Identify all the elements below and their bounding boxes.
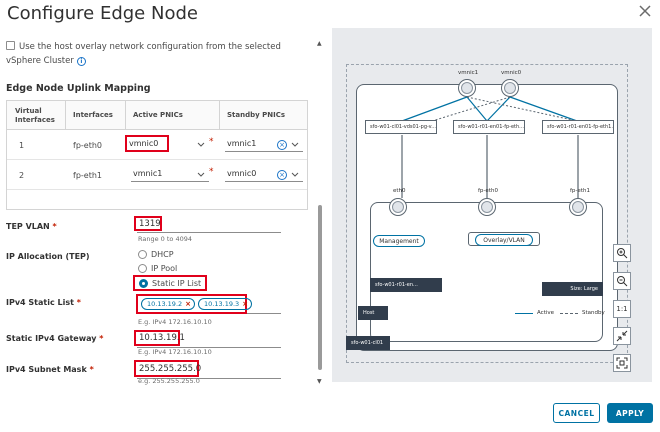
chevron-down-icon[interactable] xyxy=(291,142,299,148)
node-iface-label: eth0 xyxy=(393,188,406,194)
col-interfaces: Interfaces xyxy=(73,111,113,119)
col-virtual-interfaces: Virtual Interfaces xyxy=(15,106,55,124)
vmnic-icon xyxy=(501,79,519,97)
info-icon[interactable]: i xyxy=(76,57,86,66)
col-active-pnics: Active PNICs xyxy=(133,111,183,119)
cluster-label: sfo-w01-cl01 xyxy=(346,336,390,350)
fit-to-screen-icon[interactable] xyxy=(613,354,631,372)
overlay-checkbox[interactable] xyxy=(6,41,15,50)
subnet-label: IPv4 Subnet Mask * xyxy=(6,365,94,374)
uplink-grid: Virtual Interfaces Interfaces Active PNI… xyxy=(6,100,308,210)
tep-vlan-hint: Range 0 to 4094 xyxy=(138,235,193,243)
uplink-section-title: Edge Node Uplink Mapping xyxy=(6,83,151,94)
ipv4-static-list-hint: E.g. IPv4 172.16.10.10 xyxy=(138,318,212,326)
table-row: 1 fp-eth0 vmnic0 * vmnic1 × xyxy=(7,130,307,160)
node-iface-label: fp-eth1 xyxy=(570,188,590,194)
form-panel: Use the host overlay network configurati… xyxy=(0,30,322,380)
standby-pnic-select[interactable]: vmnic1 xyxy=(225,136,303,152)
ip-chip[interactable]: 10.13.19.3× xyxy=(198,298,253,310)
active-pnic-select[interactable]: vmnic0 xyxy=(125,135,169,152)
overlay-checkbox-row[interactable]: Use the host overlay network configurati… xyxy=(6,40,306,68)
grid-header: Virtual Interfaces Interfaces Active PNI… xyxy=(7,101,307,130)
topology-boundary xyxy=(346,64,628,363)
radio-ip-pool[interactable]: IP Pool xyxy=(138,264,177,273)
topology-panel: vmnic1 vmnic0 sfo-w01-cl01-vds01-pg-v...… xyxy=(332,28,652,382)
subnet-line xyxy=(137,363,281,379)
zoom-in-icon[interactable] xyxy=(613,244,631,262)
chip-remove-icon: × xyxy=(242,300,249,308)
tep-vlan-input[interactable]: 1319 xyxy=(134,216,162,231)
scroll-down-icon[interactable]: ▼ xyxy=(317,378,322,385)
nic-icon xyxy=(478,198,496,216)
nic-icon xyxy=(569,198,587,216)
apply-button[interactable]: APPLY xyxy=(607,403,653,423)
segment-box[interactable]: sfo-w01-r01-en01-fp-eth... xyxy=(453,120,525,134)
management-pill: Management xyxy=(373,235,425,247)
ip-allocation-label: IP Allocation (TEP) xyxy=(6,252,90,261)
active-pnic-select[interactable]: vmnic1 xyxy=(131,166,209,182)
ipv4-static-list-input[interactable]: 10.13.19.2× 10.13.19.3× xyxy=(136,294,253,314)
chip-remove-icon: × xyxy=(185,300,192,308)
clear-icon[interactable]: × xyxy=(277,140,287,150)
subnet-hint: e.g. 255.255.255.0 xyxy=(138,377,200,385)
segment-box[interactable]: sfo-w01-r01-en01-fp-eth1... xyxy=(542,120,614,134)
vmnic-label: vmnic1 xyxy=(458,70,479,76)
ipv4-static-list-label: IPv4 Static List * xyxy=(6,298,81,307)
segment-box[interactable]: sfo-w01-cl01-vds01-pg-v... xyxy=(365,120,437,134)
legend-standby: Standby xyxy=(560,310,605,316)
table-row: 2 fp-eth1 vmnic1 * vmnic0 × xyxy=(7,160,307,190)
tep-vlan-field-line xyxy=(137,217,281,233)
zoom-out-icon[interactable] xyxy=(613,272,631,290)
subnet-input[interactable]: 255.255.255.0 xyxy=(134,360,201,377)
node-size-bar: Size: Large xyxy=(542,282,603,296)
gateway-label: Static IPv4 Gateway * xyxy=(6,334,104,343)
host-label: Host xyxy=(358,306,388,320)
chevron-down-icon[interactable] xyxy=(291,172,299,178)
ip-chip[interactable]: 10.13.19.2× xyxy=(141,298,196,310)
dialog-title: Configure Edge Node xyxy=(7,3,198,24)
scroll-thumb[interactable] xyxy=(318,205,322,370)
row-vif: 1 xyxy=(19,140,25,150)
row-vif: 2 xyxy=(19,170,25,180)
row-interface: fp-eth1 xyxy=(73,170,102,180)
gateway-hint: E.g. IPv4 172.16.10.10 xyxy=(138,348,212,356)
row-interface: fp-eth0 xyxy=(73,140,102,150)
node-name-bar: sfo-w01-r01-en... xyxy=(370,278,442,292)
overlay-checkbox-label: Use the host overlay network configurati… xyxy=(6,42,281,66)
close-icon[interactable] xyxy=(638,4,652,18)
node-iface-label: fp-eth0 xyxy=(478,188,498,194)
col-standby-pnics: Standby PNICs xyxy=(227,111,286,119)
nic-icon xyxy=(389,198,407,216)
form-scrollbar[interactable]: ▲ ▼ xyxy=(317,40,323,385)
standby-pnic-select[interactable]: vmnic0 xyxy=(225,166,303,182)
gateway-line xyxy=(137,332,281,348)
overlay-pill: Overlay/VLAN xyxy=(475,234,533,246)
legend-active: Active xyxy=(515,310,554,316)
edge-node-box xyxy=(370,202,603,342)
scroll-up-icon[interactable]: ▲ xyxy=(317,40,322,47)
vmnic-icon xyxy=(458,79,476,97)
radio-static-ip-list[interactable]: Static IP List xyxy=(133,275,208,291)
vmnic-label: vmnic0 xyxy=(501,70,522,76)
clear-icon[interactable]: × xyxy=(277,170,287,180)
cancel-button[interactable]: CANCEL xyxy=(553,403,600,423)
chevron-down-icon[interactable] xyxy=(197,142,205,148)
gateway-input[interactable]: 10.13.19.1 xyxy=(134,330,185,346)
tep-vlan-label: TEP VLAN * xyxy=(6,222,57,231)
chevron-down-icon[interactable] xyxy=(197,172,205,178)
radio-dhcp[interactable]: DHCP xyxy=(138,250,174,259)
collapse-icon[interactable] xyxy=(613,327,631,345)
zoom-reset-button[interactable]: 1:1 xyxy=(613,300,631,318)
